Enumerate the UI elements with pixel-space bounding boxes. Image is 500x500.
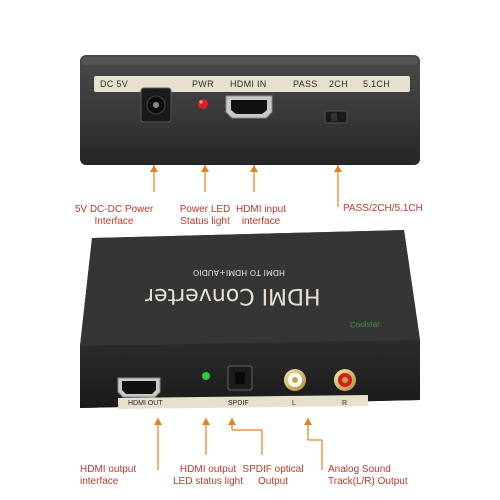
- callout-pass-switch: PASS/2CH/5.1CH: [343, 203, 423, 214]
- callout-power-interface: 5V DC-DC Power Interface: [74, 204, 154, 227]
- callout-analog-output: Analog Sound Track(L/R) Output: [328, 464, 408, 487]
- label-left: L: [292, 400, 296, 407]
- label-pass: PASS: [293, 79, 318, 89]
- label-51ch: 5.1CH: [363, 79, 391, 89]
- callout-hdmi-output: HDMI output interface: [80, 464, 137, 487]
- label-2ch: 2CH: [329, 79, 348, 89]
- top-label-strip: [94, 76, 410, 92]
- hdmi-output-led: [202, 372, 210, 380]
- label-spdif: SPDIF: [228, 400, 249, 407]
- callout-power-led: Power LED Status light: [179, 204, 231, 227]
- case-title: HDMI Converter: [145, 283, 321, 308]
- label-right: R: [342, 400, 348, 407]
- label-hdmi-in: HDMI IN: [230, 79, 267, 89]
- case-subtitle: HDMI TO HDMI+AUDIO: [193, 268, 285, 277]
- callout-hdmi-input: HDMI input interface: [235, 204, 286, 227]
- label-hdmi-out: HDMI OUT: [128, 400, 163, 407]
- bottom-label-strip: [118, 395, 368, 409]
- callout-spdif-output: SPDIF optical Output: [242, 464, 304, 487]
- brand-label: Coolstar: [349, 319, 380, 330]
- callout-hdmi-output-led: HDMI output LED status light: [172, 464, 244, 487]
- label-dc: DC 5V: [100, 79, 129, 89]
- label-pwr: PWR: [192, 79, 214, 89]
- power-led: [198, 99, 208, 109]
